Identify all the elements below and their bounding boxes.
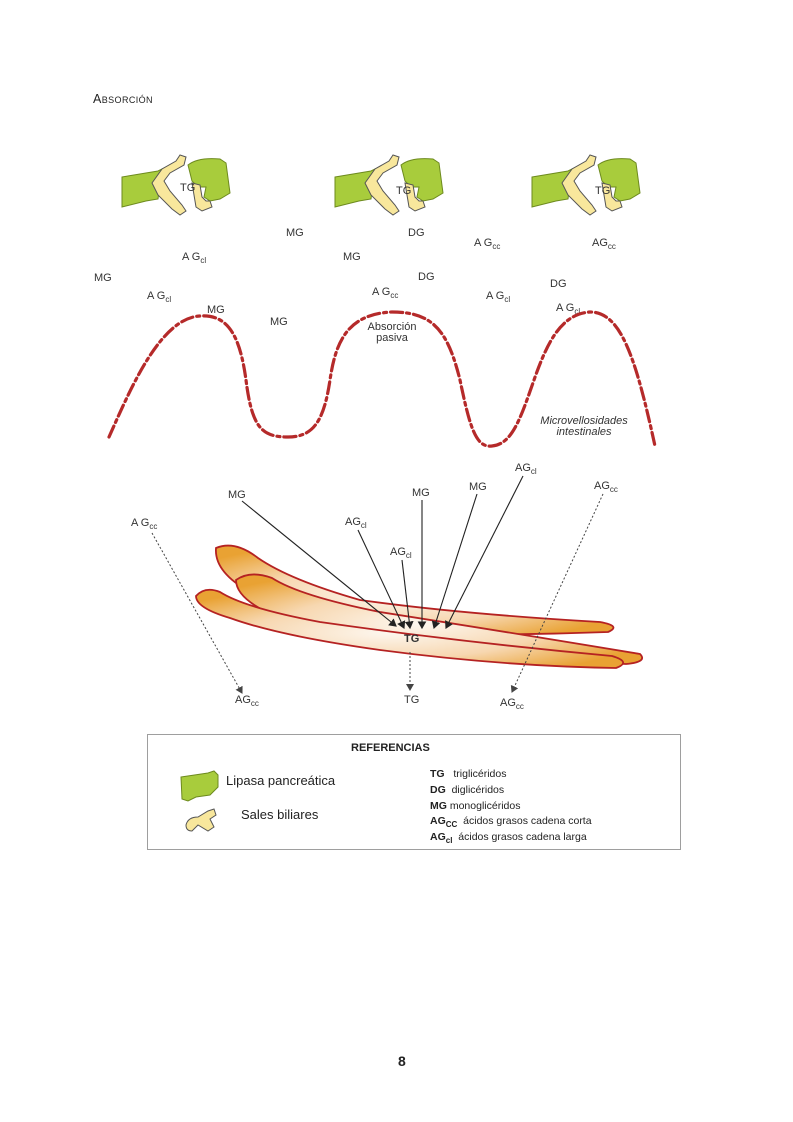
passive-arrow xyxy=(510,493,604,693)
lumen-label: MG xyxy=(343,251,361,263)
bile-salt-label: Sales biliares xyxy=(241,807,319,822)
cell-label: AGcc xyxy=(235,694,259,708)
lumen-label: DG xyxy=(418,271,435,283)
lumen-label: A Gcc xyxy=(372,286,398,300)
page-number: 8 xyxy=(398,1053,406,1069)
lumen-label: MG xyxy=(270,316,288,328)
bile-salt-icon xyxy=(185,808,217,832)
enzyme-label: TG xyxy=(180,182,195,194)
cell-label: TG xyxy=(404,694,419,706)
lumen-label: A Gcl xyxy=(182,251,206,265)
intestinal-cell xyxy=(195,588,624,669)
absorption-arrow xyxy=(241,500,397,627)
abbreviation-row: AGcl ácidos grasos cadena larga xyxy=(430,831,587,846)
lumen-label: A Gcl xyxy=(486,290,510,304)
absorption-arrow xyxy=(431,493,478,630)
enzyme-label: TG xyxy=(595,185,610,197)
cell-label: AGcl xyxy=(345,516,367,530)
cell-label: AGcl xyxy=(515,462,537,476)
lumen-label: MG xyxy=(94,272,112,284)
cell-label: AGcc xyxy=(594,480,618,494)
abbreviation-row: MG monoglicéridos xyxy=(430,800,521,812)
abbreviation-row: DG diglicéridos xyxy=(430,784,505,796)
references-title: REFERENCIAS xyxy=(351,742,430,754)
absorption-arrow xyxy=(401,559,414,630)
enzyme-complex: TG xyxy=(531,154,641,216)
lumen-label: A Gcl xyxy=(556,302,580,316)
enzyme-label: TG xyxy=(396,185,411,197)
cell-label: MG xyxy=(412,487,430,499)
lumen-label: AGcc xyxy=(592,237,616,251)
enzyme-complex: TG xyxy=(121,154,231,216)
cell-label: AGcc xyxy=(500,697,524,711)
cell-label: MG xyxy=(469,481,487,493)
abbreviation-row: AGCC ácidos grasos cadena corta xyxy=(430,815,592,830)
lipase-icon xyxy=(180,770,219,802)
abbreviation-row: TG triglicéridos xyxy=(430,768,507,780)
absorption-arrow xyxy=(357,529,406,629)
lumen-label: MG xyxy=(207,304,225,316)
cell-label: TG xyxy=(404,633,419,645)
lumen-label: DG xyxy=(550,278,567,290)
cell-label: MG xyxy=(228,489,246,501)
lumen-label: MG xyxy=(286,227,304,239)
passive-arrow xyxy=(151,532,243,694)
absorption-arrow xyxy=(445,475,524,629)
references-box: REFERENCIAS Lipasa pancreática Sales bil… xyxy=(147,734,681,850)
lumen-label: A Gcc xyxy=(474,237,500,251)
cell-label: A Gcc xyxy=(131,517,157,531)
lipase-label: Lipasa pancreática xyxy=(226,773,336,788)
cell-label: AGcl xyxy=(390,546,412,560)
section-heading: Absorción xyxy=(93,92,153,106)
lumen-label: DG xyxy=(408,227,425,239)
enzyme-complex: TG xyxy=(334,154,444,216)
microvilli-wave xyxy=(107,310,657,448)
lumen-label: A Gcl xyxy=(147,290,171,304)
